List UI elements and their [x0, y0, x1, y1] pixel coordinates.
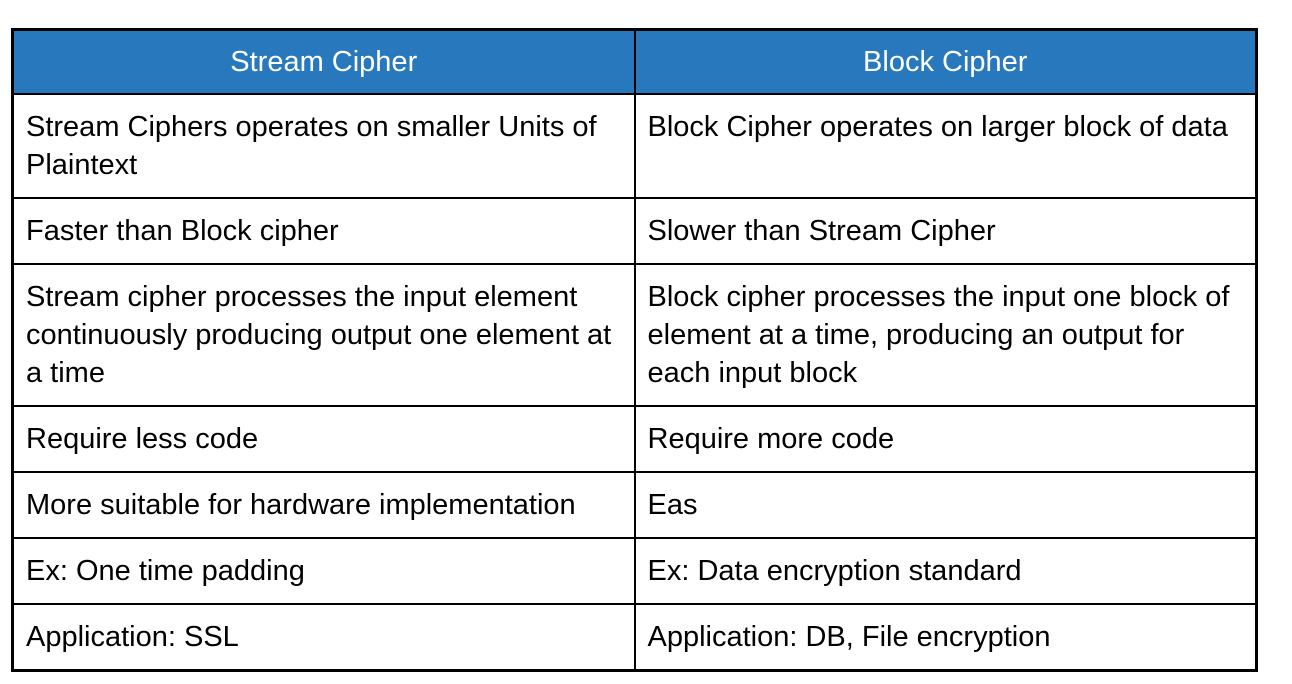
header-cell-block-cipher: Block Cipher — [633, 28, 1258, 95]
cell-processing-stream: Stream cipher processes the input elemen… — [11, 263, 636, 407]
table-row: Stream cipher processes the input elemen… — [11, 263, 1258, 407]
cell-speed-block: Slower than Stream Cipher — [633, 197, 1258, 265]
table-row: Require less code Require more code — [11, 405, 1258, 473]
header-cell-stream-cipher: Stream Cipher — [11, 28, 636, 95]
cell-suitability-stream: More suitable for hardware implementatio… — [11, 471, 636, 539]
table-row: More suitable for hardware implementatio… — [11, 471, 1258, 539]
comparison-table: Stream Cipher Block Cipher Stream Cipher… — [11, 28, 1258, 672]
cell-processing-block: Block cipher processes the input one blo… — [633, 263, 1258, 407]
cell-speed-stream: Faster than Block cipher — [11, 197, 636, 265]
cell-units-block: Block Cipher operates on larger block of… — [633, 93, 1258, 199]
cell-example-stream: Ex: One time padding — [11, 537, 636, 605]
cell-application-block: Application: DB, File encryption — [633, 603, 1258, 672]
table-row: Stream Ciphers operates on smaller Units… — [11, 93, 1258, 199]
cell-application-stream: Application: SSL — [11, 603, 636, 672]
cell-code-stream: Require less code — [11, 405, 636, 473]
cell-units-stream: Stream Ciphers operates on smaller Units… — [11, 93, 636, 199]
comparison-table-container: Stream Cipher Block Cipher Stream Cipher… — [11, 28, 1258, 672]
cell-code-block: Require more code — [633, 405, 1258, 473]
table-row: Application: SSL Application: DB, File e… — [11, 603, 1258, 672]
cell-suitability-block: Eas — [633, 471, 1258, 539]
table-row: Faster than Block cipher Slower than Str… — [11, 197, 1258, 265]
header-row: Stream Cipher Block Cipher — [11, 28, 1258, 95]
cell-example-block: Ex: Data encryption standard — [633, 537, 1258, 605]
table-row: Ex: One time padding Ex: Data encryption… — [11, 537, 1258, 605]
